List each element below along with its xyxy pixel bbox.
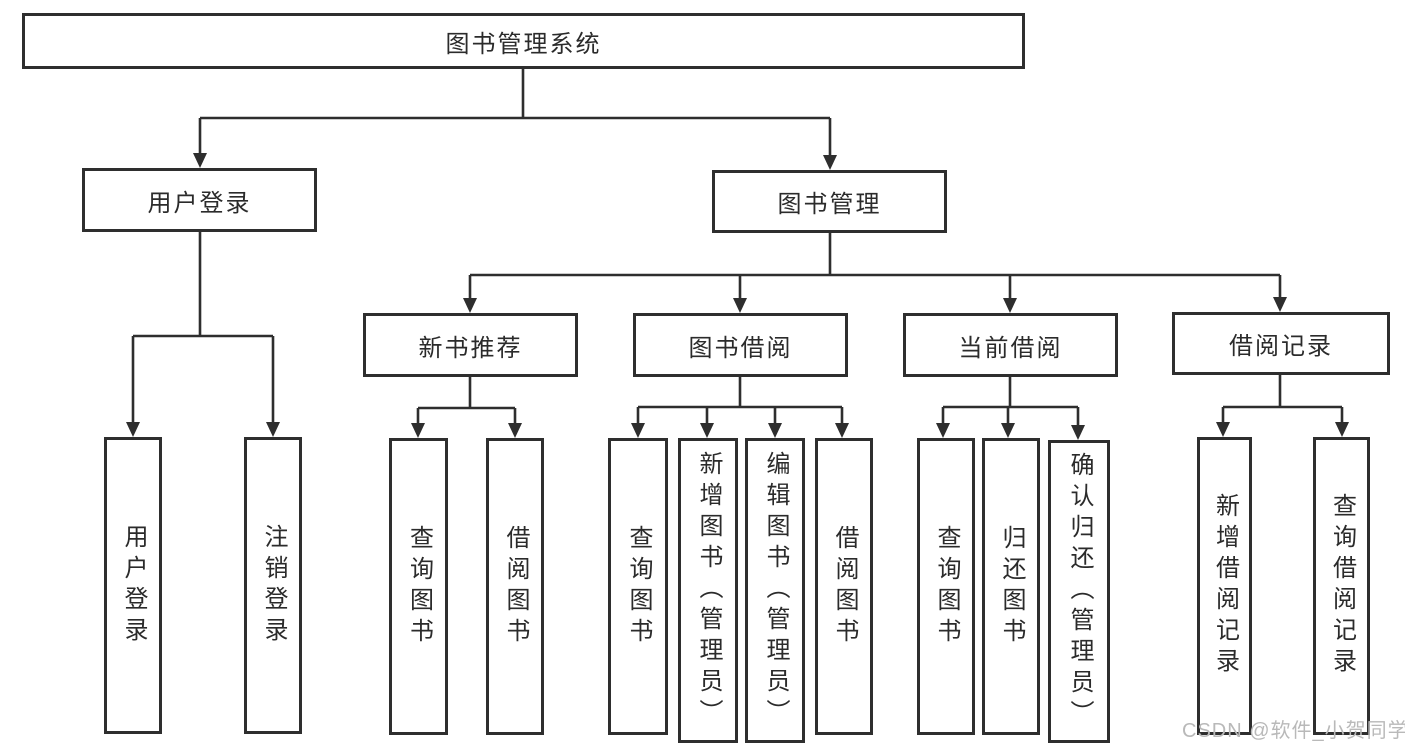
leaf-query-borrow-record: 查询借阅记录 — [1313, 437, 1370, 735]
arrow-down-icon — [1001, 423, 1015, 438]
leaf-return-books: 归还图书 — [982, 438, 1040, 735]
connector-current-borrowing-to-leaves — [936, 377, 1085, 440]
connector-new-book-recommend-to-leaves — [411, 377, 522, 438]
connector-book-borrowing-to-leaves — [631, 377, 849, 438]
arrow-down-icon — [768, 423, 782, 438]
arrow-down-icon — [936, 423, 950, 438]
watermark: CSDN @软件_小贺同学 — [1182, 720, 1405, 742]
node-borrowing-records: 借阅记录 — [1172, 312, 1390, 375]
leaf-current-query-books: 查询图书 — [917, 438, 975, 735]
arrow-down-icon — [1003, 298, 1017, 313]
arrow-down-icon — [508, 423, 522, 438]
arrow-down-icon — [700, 423, 714, 438]
leaf-recommend-borrow-books: 借阅图书 — [486, 438, 544, 735]
leaf-user-login: 用户登录 — [104, 437, 162, 734]
arrow-down-icon — [1273, 297, 1287, 312]
leaf-borrowing-borrow-books: 借阅图书 — [815, 438, 873, 735]
leaf-borrowing-query-books: 查询图书 — [608, 438, 668, 735]
arrow-down-icon — [463, 298, 477, 313]
node-new-book-recommend: 新书推荐 — [363, 313, 578, 377]
arrow-down-icon — [733, 298, 747, 313]
arrow-down-icon — [1071, 425, 1085, 440]
arrow-down-icon — [411, 423, 425, 438]
node-book-borrowing: 图书借阅 — [633, 313, 848, 377]
connector-book-management-to-level3 — [463, 233, 1287, 313]
arrow-down-icon — [1216, 422, 1230, 437]
connector-user-login-to-leaves — [126, 232, 280, 437]
connector-root-to-level2 — [193, 69, 837, 170]
leaf-recommend-query-books: 查询图书 — [389, 438, 448, 735]
arrow-down-icon — [823, 155, 837, 170]
leaf-add-book-admin: 新增图书（管理员） — [678, 438, 738, 743]
leaf-confirm-return-admin: 确认归还（管理员） — [1048, 440, 1110, 743]
arrow-down-icon — [193, 153, 207, 168]
node-user-login: 用户登录 — [82, 168, 317, 232]
leaf-logout: 注销登录 — [244, 437, 302, 734]
node-library-management-system: 图书管理系统 — [22, 13, 1025, 69]
arrow-down-icon — [126, 422, 140, 437]
node-current-borrowing: 当前借阅 — [903, 313, 1118, 377]
arrow-down-icon — [266, 422, 280, 437]
node-book-management: 图书管理 — [712, 170, 947, 233]
arrow-down-icon — [835, 423, 849, 438]
leaf-add-borrow-record: 新增借阅记录 — [1197, 437, 1252, 735]
leaf-edit-book-admin: 编辑图书（管理员） — [745, 438, 805, 743]
connector-borrowing-records-to-leaves — [1216, 375, 1349, 437]
arrow-down-icon — [1335, 422, 1349, 437]
arrow-down-icon — [631, 423, 645, 438]
